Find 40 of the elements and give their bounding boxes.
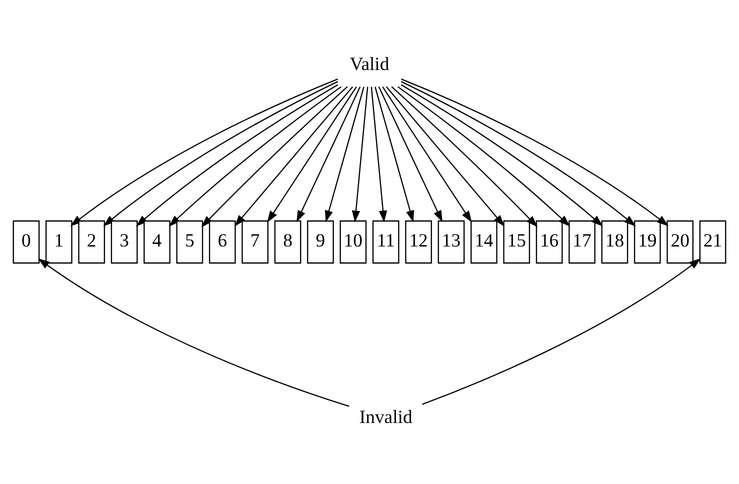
arrow [386,86,505,227]
node-box: 12 [405,220,432,264]
node-box: 13 [438,220,465,264]
arrow [382,86,472,223]
node-box: 5 [176,220,204,264]
node-box: 4 [144,220,170,264]
node-box: 14 [470,220,498,264]
node-box: 1 [45,220,72,264]
node-box: 19 [634,220,661,264]
node-box: 9 [307,220,334,264]
node-box: 15 [503,220,530,264]
arrow [422,258,701,405]
arrow [38,258,350,407]
arrow [374,86,414,222]
node-box: 8 [274,220,302,264]
arrow [324,86,364,222]
node-text: Invalid [359,406,412,428]
node-box: 11 [372,220,400,264]
arrow [398,86,570,227]
arrow [370,86,388,222]
arrow [352,86,368,222]
node-text: Valid [350,54,390,76]
node-box: 10 [340,220,367,264]
node-box: 6 [208,220,236,264]
node-box: 18 [601,220,628,264]
node-box: 16 [536,220,563,264]
arrow [296,86,361,222]
node-box: 0 [12,220,40,264]
node-box: 3 [110,220,138,264]
node-box: 2 [78,220,106,264]
arrow [378,86,442,222]
arrow [400,84,604,226]
node-box: 17 [568,220,596,264]
arrow [391,86,538,228]
arrow [201,86,348,228]
node-box: 21 [699,220,726,264]
arrow [234,86,354,227]
node-box: 20 [666,220,694,264]
node-box: 7 [242,220,268,264]
arrow [267,86,357,223]
